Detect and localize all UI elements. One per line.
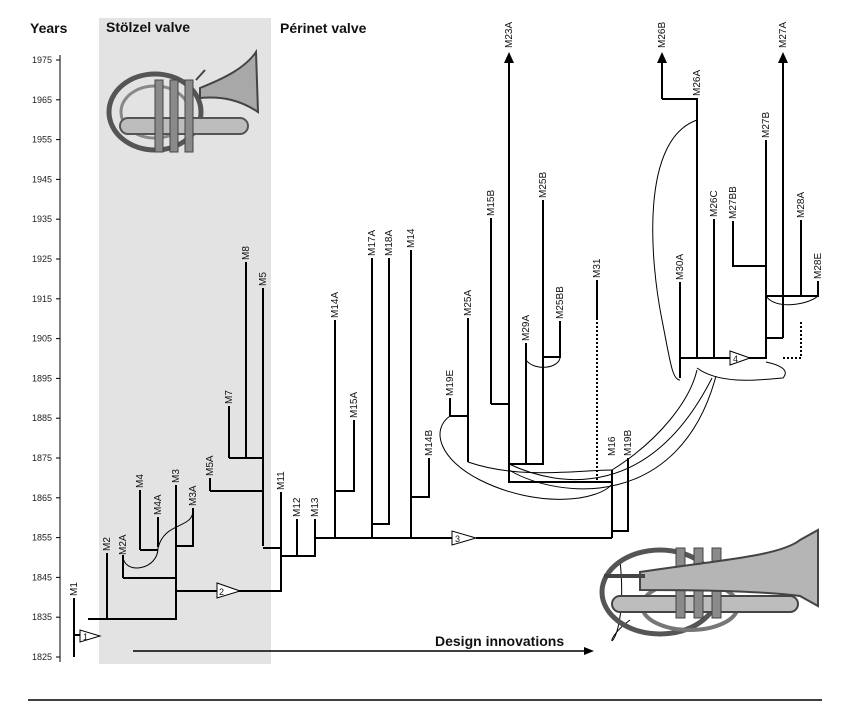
y-axis-ticks: 1975 1965 1955 1945 1935 1925 1915 1905 1895 1885… bbox=[32, 55, 60, 662]
node-label-m26c: M26C bbox=[709, 190, 720, 217]
branch-m15a bbox=[335, 420, 354, 491]
node-label-m19e: M19E bbox=[445, 370, 456, 396]
y-tick-label: 1935 bbox=[32, 214, 52, 224]
branch-m18a bbox=[372, 258, 389, 524]
branch-m13 bbox=[297, 519, 315, 556]
node-label-m11: M11 bbox=[276, 471, 287, 490]
node-label-m27bb: M27BB bbox=[728, 186, 739, 219]
node-label-m5: M5 bbox=[258, 272, 269, 286]
y-tick-label: 1825 bbox=[32, 652, 52, 662]
branch-m25bb bbox=[543, 321, 560, 357]
node-label-m2a: M2A bbox=[118, 534, 129, 555]
stolzel-header: Stölzel valve bbox=[106, 19, 190, 35]
node-label-m7: M7 bbox=[224, 390, 235, 404]
node-label-m1: M1 bbox=[69, 582, 80, 596]
y-tick-label: 1955 bbox=[32, 135, 52, 145]
node-label-m15a: M15A bbox=[349, 392, 360, 418]
node-label-m30a: M30A bbox=[675, 254, 686, 280]
node-label-m4a: M4A bbox=[153, 494, 164, 515]
arrow-m27a bbox=[778, 52, 788, 63]
perinet-valve-cornet bbox=[602, 530, 818, 634]
node-label-m3a: M3A bbox=[188, 485, 199, 506]
node-label-m27a: M27A bbox=[778, 22, 789, 48]
node-label-m15b: M15B bbox=[486, 190, 497, 216]
node-label-m25bb: M25BB bbox=[555, 286, 566, 319]
node-label-m3: M3 bbox=[171, 469, 182, 483]
node-label-m14a: M14A bbox=[330, 292, 341, 318]
branch-m28e bbox=[801, 281, 818, 296]
innovation-marker-4-label: 4 bbox=[733, 354, 738, 364]
perinet-header: Périnet valve bbox=[280, 20, 367, 36]
node-label-m31: M31 bbox=[592, 258, 603, 278]
node-label-m8: M8 bbox=[241, 246, 252, 260]
dotted-m4 bbox=[783, 322, 801, 358]
innovations-label: Design innovations bbox=[435, 633, 564, 649]
node-label-m16: M16 bbox=[607, 436, 618, 456]
node-label-m25b: M25B bbox=[538, 172, 549, 198]
y-tick-label: 1845 bbox=[32, 572, 52, 582]
y-tick-label: 1855 bbox=[32, 533, 52, 543]
y-tick-label: 1875 bbox=[32, 453, 52, 463]
innovation-marker-2-label: 2 bbox=[219, 587, 224, 597]
y-tick-label: 1915 bbox=[32, 294, 52, 304]
y-tick-label: 1945 bbox=[32, 174, 52, 184]
innovations-arrow-head bbox=[584, 647, 594, 655]
node-label-m26b: M26B bbox=[657, 22, 668, 48]
branch-m14b bbox=[411, 458, 429, 497]
node-label-m28a: M28A bbox=[796, 192, 807, 218]
innovation-marker-3-label: 3 bbox=[455, 534, 460, 544]
node-label-m26a: M26A bbox=[692, 70, 703, 96]
node-label-m19b: M19B bbox=[623, 430, 634, 456]
y-tick-label: 1975 bbox=[32, 55, 52, 65]
branch-m19e bbox=[450, 398, 468, 462]
y-tick-label: 1925 bbox=[32, 254, 52, 264]
y-tick-label: 1895 bbox=[32, 373, 52, 383]
branch-m27bb bbox=[733, 221, 766, 266]
node-label-m18a: M18A bbox=[384, 230, 395, 256]
branch-m4-h bbox=[748, 338, 783, 358]
years-header: Years bbox=[30, 20, 68, 36]
node-label-m25a: M25A bbox=[463, 290, 474, 316]
node-label-m29a: M29A bbox=[521, 315, 532, 341]
y-tick-label: 1965 bbox=[32, 95, 52, 105]
y-tick-label: 1905 bbox=[32, 334, 52, 344]
node-label-m17a: M17A bbox=[367, 230, 378, 256]
branch-m12 bbox=[281, 519, 297, 556]
arrow-m23a bbox=[504, 52, 514, 63]
node-label-m28e: M28E bbox=[813, 253, 824, 279]
y-tick-label: 1865 bbox=[32, 493, 52, 503]
node-label-m27b: M27B bbox=[761, 112, 772, 138]
node-label-m5a: M5A bbox=[205, 455, 216, 476]
y-tick-label: 1835 bbox=[32, 612, 52, 622]
node-label-m14: M14 bbox=[406, 228, 417, 248]
node-label-m2: M2 bbox=[102, 537, 113, 551]
arrow-m26b bbox=[657, 52, 667, 63]
node-label-m4: M4 bbox=[135, 474, 146, 488]
node-label-m23a: M23A bbox=[504, 22, 515, 48]
node-label-m13: M13 bbox=[310, 497, 321, 517]
y-tick-label: 1885 bbox=[32, 413, 52, 423]
node-label-m12: M12 bbox=[292, 497, 303, 517]
innovation-marker-1-label: 1 bbox=[83, 632, 88, 642]
node-label-m14b: M14B bbox=[424, 430, 435, 456]
